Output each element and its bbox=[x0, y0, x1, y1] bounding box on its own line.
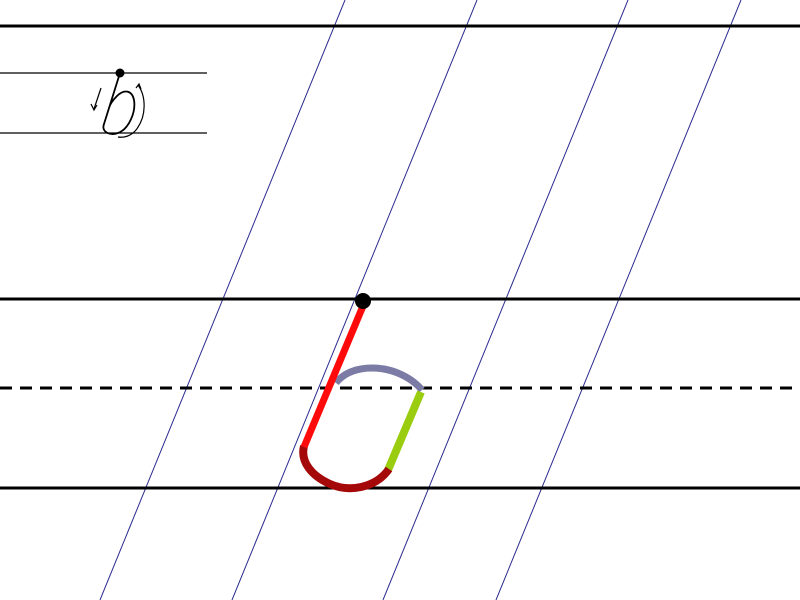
sample-direction-arrows bbox=[90, 82, 145, 138]
sample-letter-box bbox=[0, 68, 207, 138]
stroke-bottom-curve bbox=[299, 445, 393, 493]
letter-b-strokes bbox=[299, 304, 425, 493]
stroke-stem bbox=[300, 304, 367, 449]
sample-letter-b bbox=[102, 72, 136, 135]
start-dot bbox=[355, 293, 371, 309]
stroke-right-side bbox=[384, 390, 425, 472]
stroke-top-arc bbox=[333, 364, 425, 393]
sample-start-dot bbox=[115, 68, 125, 78]
main-ruling bbox=[0, 24, 800, 490]
